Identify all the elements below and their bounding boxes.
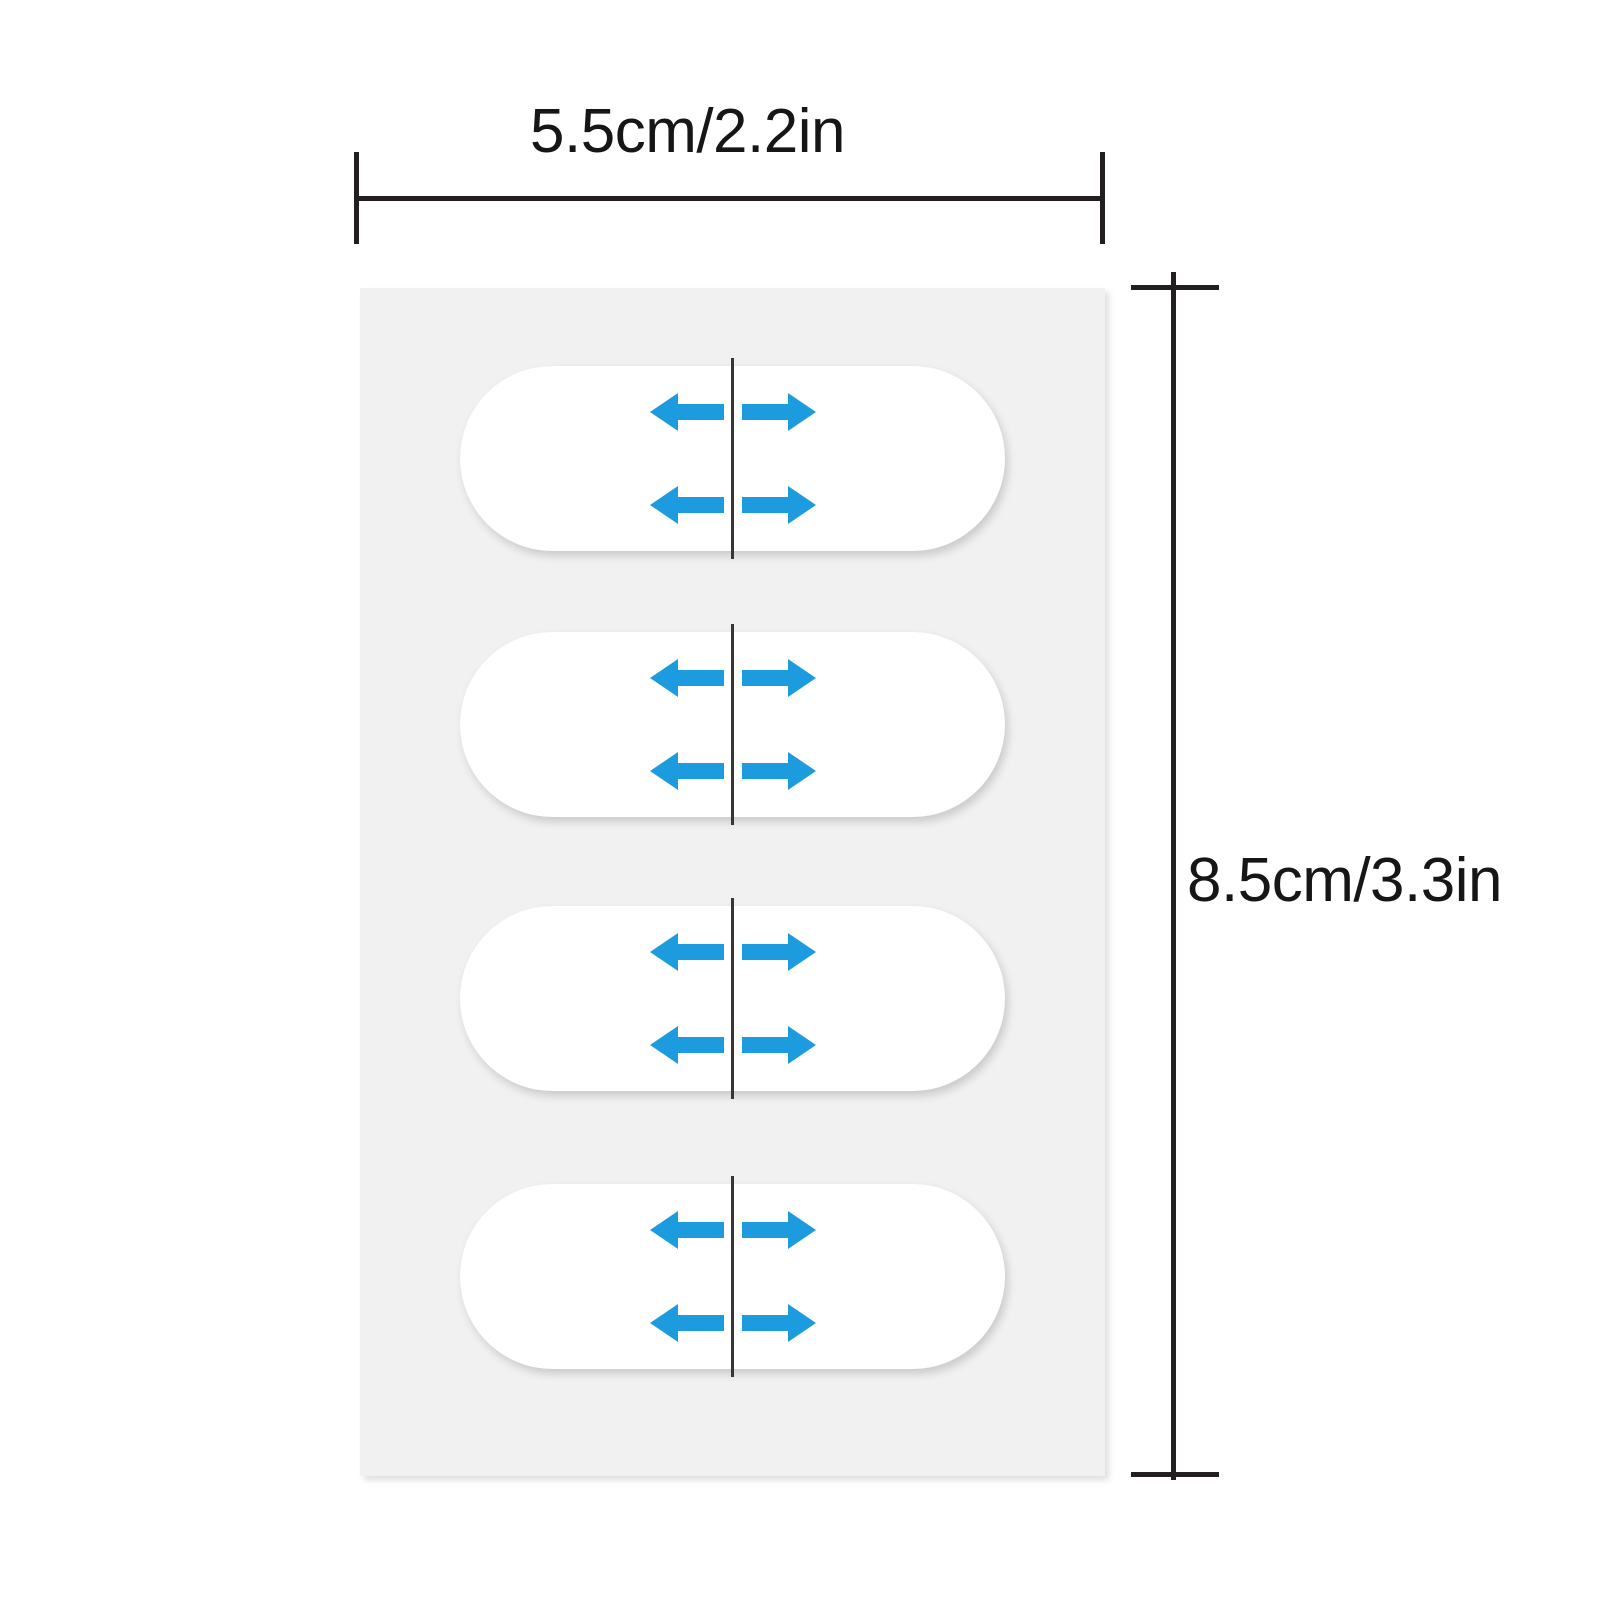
arrow-cell-bottom-right [726, 725, 1013, 818]
arrow-left-icon [649, 485, 724, 524]
height-dimension-label: 8.5cm/3.3in [1187, 846, 1503, 915]
arrow-left-icon [649, 933, 724, 972]
arrow-grid [460, 366, 1005, 551]
patch-center-seam [731, 624, 734, 825]
arrow-cell-bottom-left [453, 1277, 740, 1370]
arrow-left-icon [649, 1303, 724, 1342]
arrow-cell-top-left [453, 1184, 740, 1277]
patch-strip [460, 898, 1005, 1099]
patch-strip [460, 624, 1005, 825]
patch-strip [460, 358, 1005, 559]
arrow-cell-top-right [726, 366, 1013, 459]
arrow-cell-bottom-left [453, 999, 740, 1092]
arrow-right-icon [741, 1025, 816, 1064]
height-dimension-line [1171, 272, 1176, 1480]
patch-center-seam [731, 358, 734, 559]
arrow-left-icon [649, 659, 724, 698]
arrow-grid [460, 1184, 1005, 1369]
arrow-left-icon [649, 1211, 724, 1250]
arrow-cell-top-left [453, 632, 740, 725]
arrow-right-icon [741, 1211, 816, 1250]
arrow-right-icon [741, 485, 816, 524]
arrow-cell-bottom-right [726, 999, 1013, 1092]
arrow-grid [460, 906, 1005, 1091]
arrow-left-icon [649, 1025, 724, 1064]
backing-card [360, 288, 1105, 1476]
arrow-right-icon [741, 393, 816, 432]
arrow-cell-bottom-left [453, 459, 740, 552]
arrow-grid [460, 632, 1005, 817]
width-dimension-line [357, 196, 1105, 201]
width-tick-right-icon [1100, 152, 1105, 244]
width-tick-left-icon [354, 152, 359, 244]
height-tick-top-icon [1131, 285, 1219, 290]
arrow-right-icon [741, 751, 816, 790]
arrow-left-icon [649, 393, 724, 432]
arrow-cell-bottom-right [726, 1277, 1013, 1370]
arrow-left-icon [649, 751, 724, 790]
arrow-cell-top-right [726, 906, 1013, 999]
arrow-cell-bottom-left [453, 725, 740, 818]
arrow-cell-top-left [453, 366, 740, 459]
arrow-cell-top-right [726, 1184, 1013, 1277]
arrow-right-icon [741, 659, 816, 698]
arrow-right-icon [741, 1303, 816, 1342]
patch-center-seam [731, 898, 734, 1099]
patch-strip [460, 1176, 1005, 1377]
arrow-right-icon [741, 933, 816, 972]
height-tick-bottom-icon [1131, 1472, 1219, 1477]
width-dimension-label: 5.5cm/2.2in [530, 97, 846, 166]
arrow-cell-top-right [726, 632, 1013, 725]
patch-center-seam [731, 1176, 734, 1377]
arrow-cell-bottom-right [726, 459, 1013, 552]
arrow-cell-top-left [453, 906, 740, 999]
